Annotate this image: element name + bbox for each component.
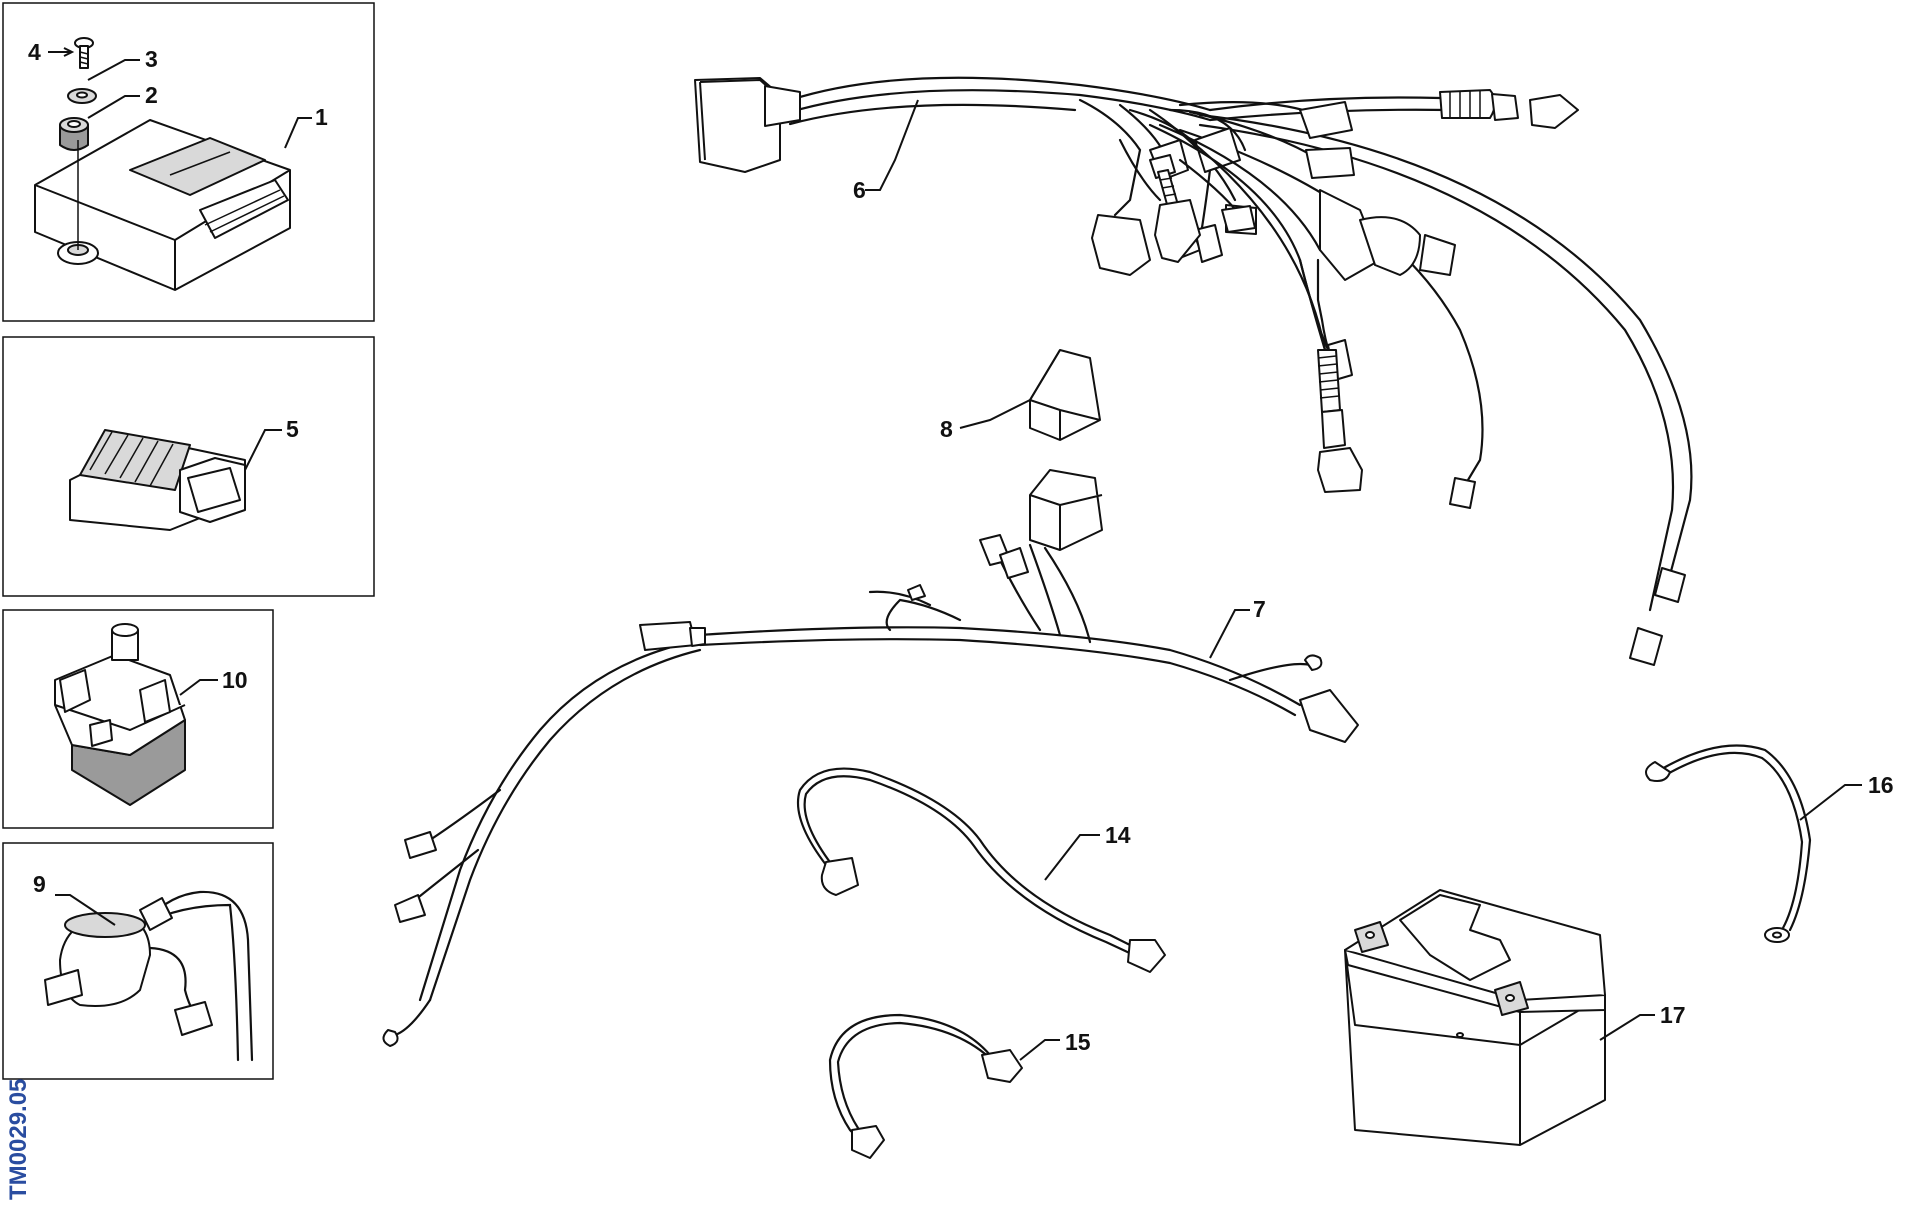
callout-6: 6 xyxy=(853,177,866,203)
callout-16: 16 xyxy=(1868,772,1894,798)
cable-15 xyxy=(828,1013,1023,1159)
cable-14 xyxy=(796,767,1166,973)
cable-16 xyxy=(1645,744,1812,943)
grommet xyxy=(59,117,89,151)
callout-17: 17 xyxy=(1660,1002,1686,1028)
callout-15: 15 xyxy=(1065,1029,1091,1055)
callout-7: 7 xyxy=(1253,596,1266,622)
callout-1: 1 xyxy=(315,104,328,130)
voltage-regulator xyxy=(69,429,246,531)
main-wiring-harness xyxy=(694,76,1693,666)
callout-10: 10 xyxy=(222,667,248,693)
callout-14: 14 xyxy=(1105,822,1131,848)
callout-2: 2 xyxy=(145,82,158,108)
callout-9: 9 xyxy=(33,871,46,897)
battery xyxy=(1344,889,1606,1146)
ecu-unit xyxy=(34,119,291,291)
secondary-wiring-harness xyxy=(382,469,1359,1047)
screw xyxy=(74,37,94,69)
callout-4: 4 xyxy=(28,39,41,65)
starter-relay xyxy=(54,623,186,806)
relay xyxy=(1029,349,1101,441)
washer xyxy=(67,88,97,104)
drawing-code: TM0029.05 xyxy=(5,1079,32,1200)
callout-8: 8 xyxy=(940,416,953,442)
callout-5: 5 xyxy=(286,416,299,442)
callout-3: 3 xyxy=(145,46,158,72)
ignition-coil xyxy=(44,890,254,1062)
